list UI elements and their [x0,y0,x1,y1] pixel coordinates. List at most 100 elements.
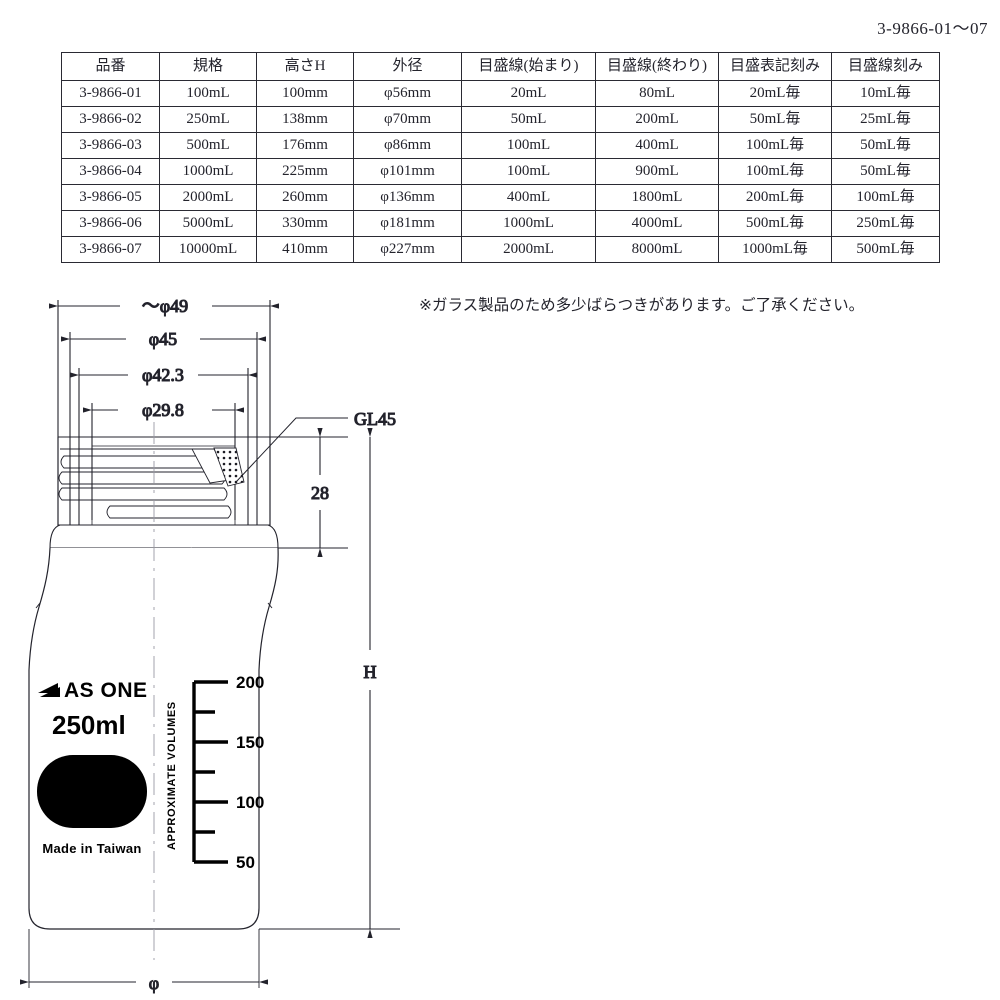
table-cell: 3-9866-01 [61,80,160,107]
table-cell: 100mL毎 [831,184,940,211]
table-row: 3-9866-01 100mL 100mm φ56mm 20mL 80mL 20… [61,80,940,107]
glass-variation-note: ※ガラス製品のため多少ばらつきがあります。ご了承ください。 [419,297,865,314]
dimension-neck-height [270,428,348,557]
table-cell: 2000mL [159,184,257,211]
dim-label-gl45: GL45 [354,409,396,429]
table-cell: 100mL [461,158,596,185]
dim-label-total-height: H [364,662,377,682]
dimension-thread-major [61,332,266,532]
table-cell: 1800mL [595,184,719,211]
table-cell: 200mL [595,106,719,133]
bottle-technical-drawing: 〜φ49 φ45 φ42.3 φ29.8 [0,270,1000,1000]
table-header-cell: 外径 [353,52,462,81]
table-cell: 5000mL [159,210,257,237]
table-cell: 20mL [461,80,596,107]
grad-label: 100 [236,793,264,812]
table-cell: 2000mL [461,236,596,263]
table-cell: 100mL [159,80,257,107]
table-cell: 1000mL毎 [718,236,832,263]
table-cell: 3-9866-03 [61,132,160,159]
table-cell: 100mL毎 [718,132,832,159]
as-one-logo-icon [38,683,60,697]
table-cell: 80mL [595,80,719,107]
callout-leader-gl45 [235,417,348,483]
table-row: 3-9866-02 250mL 138mm φ70mm 50mL 200mL 5… [61,106,940,133]
table-cell: φ227mm [353,236,462,263]
table-cell: 3-9866-06 [61,210,160,237]
table-cell: 8000mL [595,236,719,263]
table-cell: 330mm [256,210,354,237]
grad-label: 50 [236,853,255,872]
table-cell: 500mL毎 [718,210,832,237]
table-cell: 50mL [461,106,596,133]
table-cell: 100mL [461,132,596,159]
table-cell: 4000mL [595,210,719,237]
table-header-cell: 品番 [61,52,160,81]
table-cell: 1000mL [159,158,257,185]
table-cell: 10000mL [159,236,257,263]
table-cell: 3-9866-07 [61,236,160,263]
table-cell: 500mL毎 [831,236,940,263]
dim-label-neck-height: 28 [311,483,329,503]
graduation-labels: 200 150 100 50 [236,673,264,872]
table-cell: 176mm [256,132,354,159]
specification-table: 品番 規格 高さH 外径 目盛線(始まり) 目盛線(終わり) 目盛表記刻み 目盛… [61,52,940,263]
table-cell: 100mL毎 [718,158,832,185]
table-cell: 260mm [256,184,354,211]
table-cell: 10mL毎 [831,80,940,107]
table-cell: 20mL毎 [718,80,832,107]
table-header-cell: 目盛線(終わり) [595,52,719,81]
table-cell: φ101mm [353,158,462,185]
table-header-cell: 目盛線(始まり) [461,52,596,81]
grad-label: 150 [236,733,264,752]
table-header-cell: 高さH [256,52,354,81]
table-cell: 3-9866-04 [61,158,160,185]
table-cell: 250mL [159,106,257,133]
table-cell: 100mm [256,80,354,107]
table-cell: φ86mm [353,132,462,159]
table-cell: 900mL [595,158,719,185]
table-header-cell: 規格 [159,52,257,81]
bottle-body-profile [28,547,279,930]
dim-label-bore: φ29.8 [142,400,184,420]
label-volume: 250ml [52,710,126,740]
table-cell: 138mm [256,106,354,133]
table-cell: 250mL毎 [831,210,940,237]
table-cell: 200mL毎 [718,184,832,211]
dim-label-thread-minor: φ42.3 [142,365,184,385]
table-cell: 3-9866-02 [61,106,160,133]
table-cell: 1000mL [461,210,596,237]
table-cell: φ136mm [353,184,462,211]
table-cell: 3-9866-05 [61,184,160,211]
table-cell: 500mL [159,132,257,159]
graduation-scale [192,680,228,864]
table-cell: 225mm [256,158,354,185]
part-number-code: 3-9866-01〜07 [877,19,988,38]
dimension-total-height [259,428,400,938]
dimension-body-diameter [20,929,268,988]
table-cell: 50mL毎 [831,158,940,185]
dimension-thread-minor [70,368,257,526]
table-header-cell: 目盛線刻み [831,52,940,81]
table-header-row: 品番 規格 高さH 外径 目盛線(始まり) 目盛線(終わり) 目盛表記刻み 目盛… [61,52,940,81]
bottle-shoulder-notches [35,602,273,609]
bottle-printed-label: AS ONE 250ml Made in Taiwan APPROXIMATE … [37,679,178,856]
table-header-cell: 目盛表記刻み [718,52,832,81]
dim-label-thread-major: φ45 [149,329,177,349]
table-cell: 400mL [595,132,719,159]
table-row: 3-9866-04 1000mL 225mm φ101mm 100mL 900m… [61,158,940,185]
table-row: 3-9866-07 10000mL 410mm φ227mm 2000mL 80… [61,236,940,263]
dim-label-body-diameter: φ [149,973,159,993]
dim-label-outer-cap: 〜φ49 [142,296,188,316]
label-origin: Made in Taiwan [42,841,141,856]
table-cell: φ181mm [353,210,462,237]
table-cell: 25mL毎 [831,106,940,133]
write-on-patch [37,755,147,828]
table-cell: 400mL [461,184,596,211]
table-cell: φ70mm [353,106,462,133]
bottle-neck-assembly [49,436,279,549]
table-cell: 410mm [256,236,354,263]
table-cell: φ56mm [353,80,462,107]
table-cell: 50mL毎 [831,132,940,159]
grad-label: 200 [236,673,264,692]
